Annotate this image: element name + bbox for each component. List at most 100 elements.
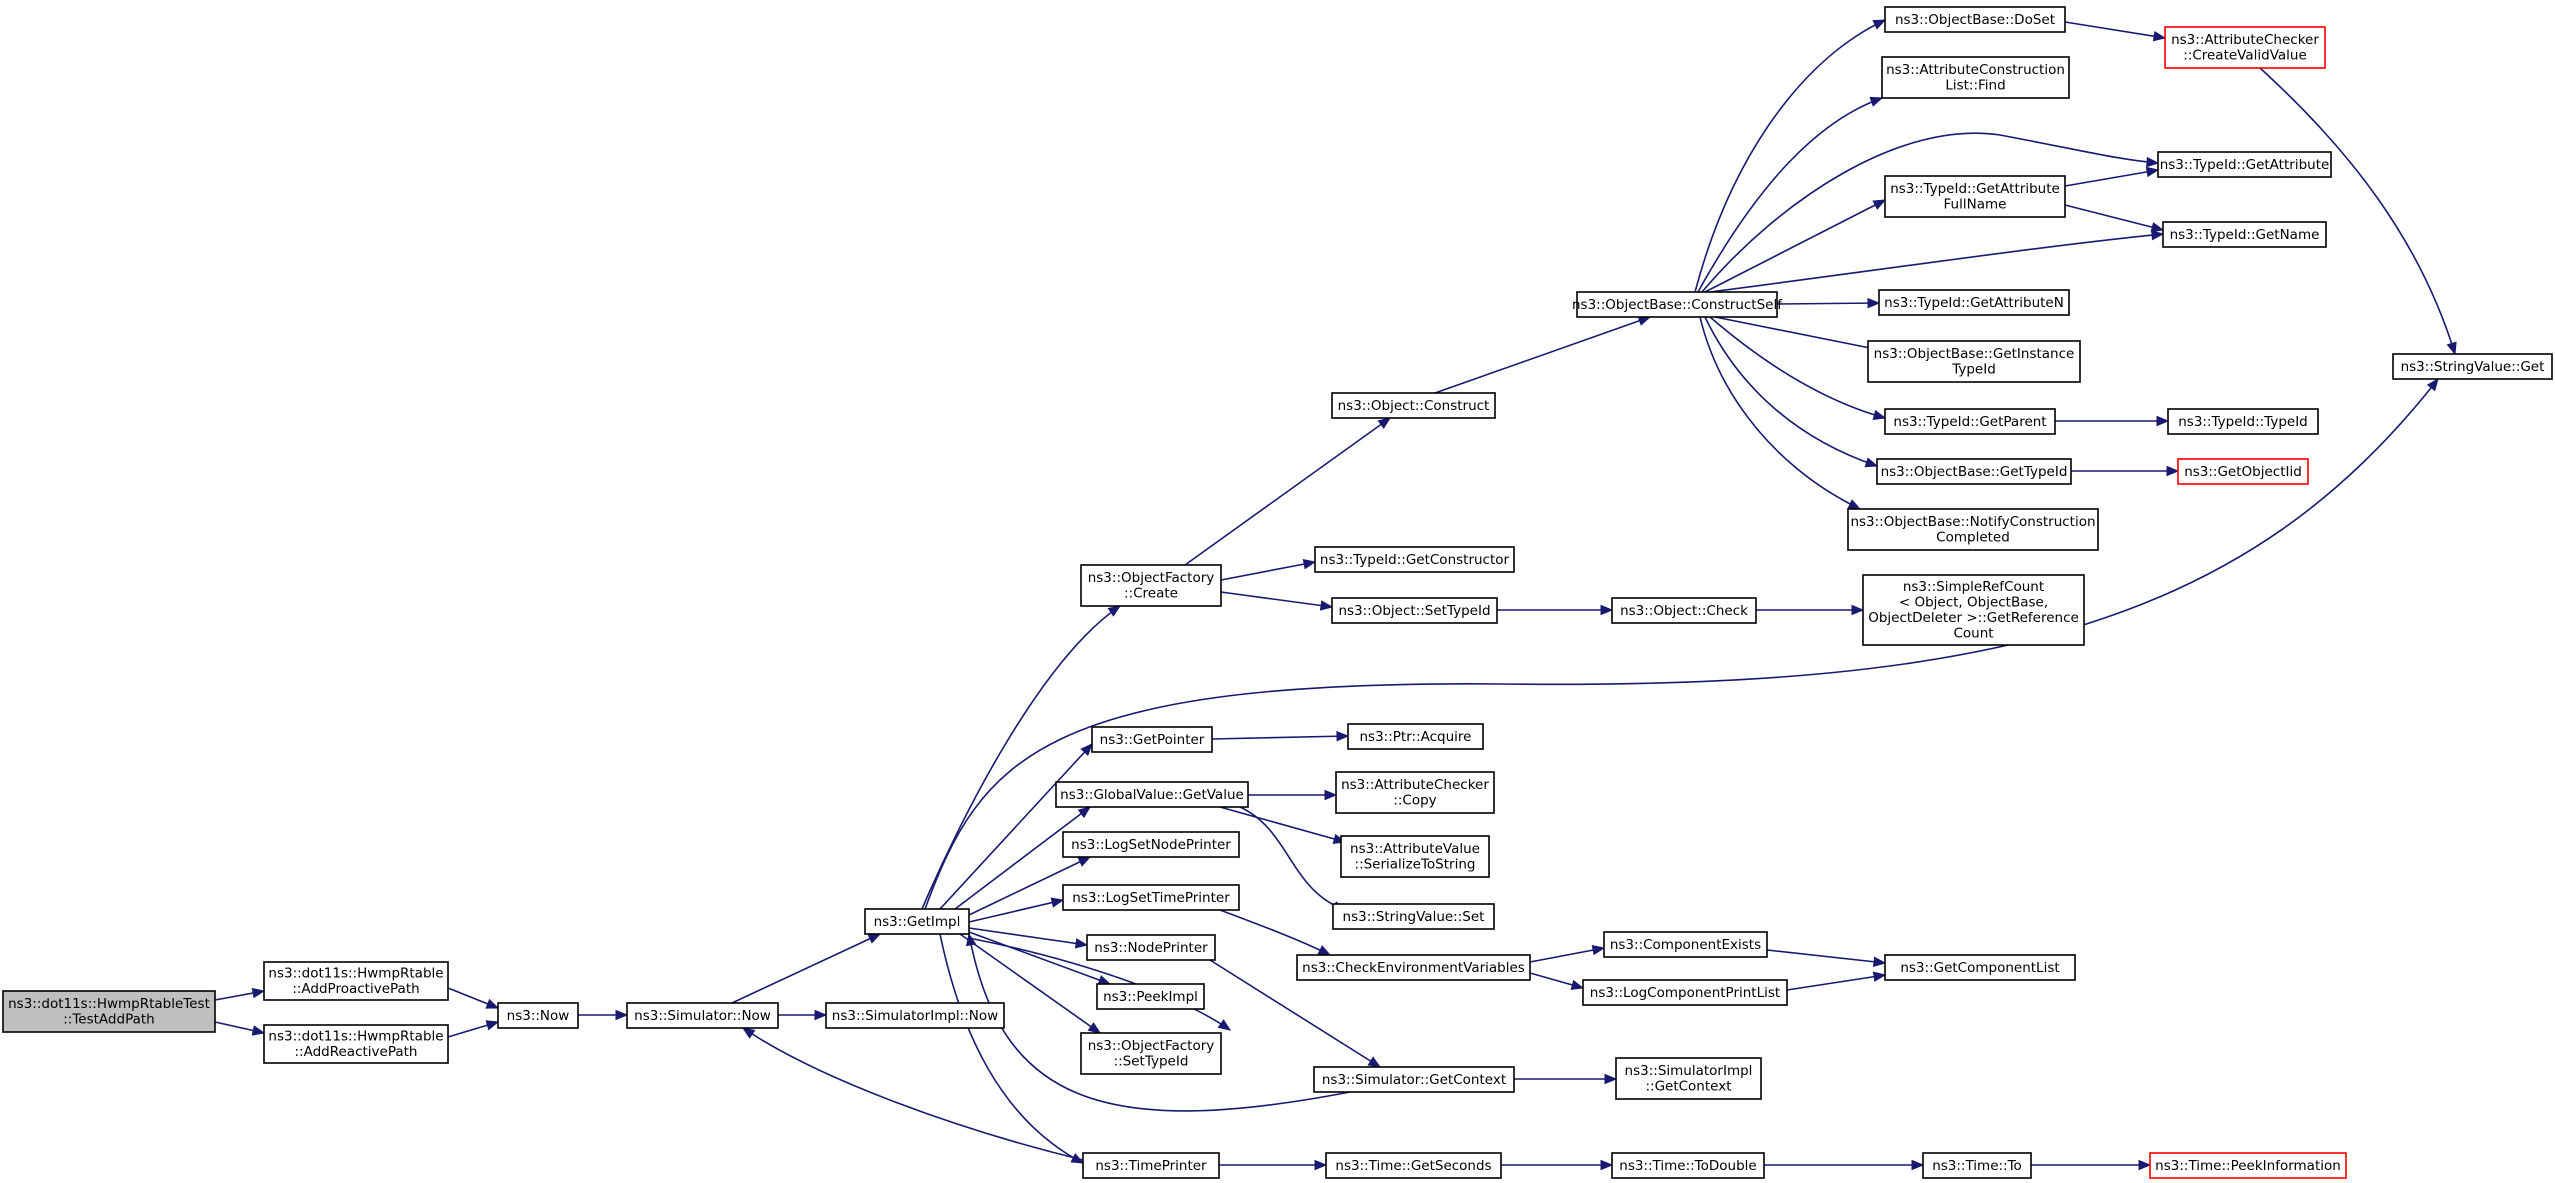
node-label-line: ns3::dot11s::HwmpRtable	[268, 1029, 443, 1045]
node-now[interactable]: ns3::Now	[497, 1002, 579, 1029]
node-checkEnv[interactable]: ns3::CheckEnvironmentVariables	[1296, 954, 1531, 981]
node-tidGetParent[interactable]: ns3::TypeId::GetParent	[1884, 408, 2056, 435]
edge-line	[1220, 591, 1333, 608]
edge-constructSelf-to-tidGetAttrN	[1776, 297, 1881, 309]
node-timePrinter[interactable]: ns3::TimePrinter	[1082, 1152, 1220, 1179]
node-objSetTypeId[interactable]: ns3::Object::SetTypeId	[1331, 597, 1498, 624]
node-addProactive[interactable]: ns3::dot11s::HwmpRtable::AddProactivePat…	[263, 961, 449, 1001]
node-label-line: ns3::GetComponentList	[1900, 960, 2059, 976]
edge-arrowhead	[1080, 743, 1093, 757]
node-svSet[interactable]: ns3::StringValue::Set	[1332, 903, 1495, 930]
node-box	[864, 908, 970, 935]
node-ptrAcquire[interactable]: ns3::Ptr::Acquire	[1347, 723, 1484, 750]
edge-arrowhead	[2151, 229, 2165, 241]
node-simImplGetContext[interactable]: ns3::SimulatorImpl::GetContext	[1615, 1057, 1762, 1100]
node-peekImpl[interactable]: ns3::PeekImpl	[1096, 983, 1205, 1010]
node-simNow[interactable]: ns3::Simulator::Now	[626, 1002, 779, 1029]
edge-arrowhead	[1872, 199, 1887, 210]
node-logSetNodePrinter[interactable]: ns3::LogSetNodePrinter	[1062, 831, 1240, 858]
node-getObjectIid[interactable]: ns3::GetObjectIid	[2177, 458, 2309, 485]
edge-line	[1786, 974, 1886, 991]
node-timeToDouble[interactable]: ns3::Time::ToDouble	[1611, 1152, 1765, 1179]
node-acCopy[interactable]: ns3::AttributeChecker::Copy	[1335, 771, 1495, 814]
node-doSet[interactable]: ns3::ObjectBase::DoSet	[1884, 6, 2066, 33]
node-box	[1340, 835, 1490, 878]
node-tidGetAttribute[interactable]: ns3::TypeId::GetAttribute	[2157, 151, 2332, 178]
node-label-line: ::AddProactivePath	[292, 981, 419, 997]
node-simpleRefCount[interactable]: ns3::SimpleRefCount< Object, ObjectBase,…	[1862, 574, 2085, 646]
edge-line	[1211, 735, 1349, 740]
node-label-line: ns3::TimePrinter	[1095, 1158, 1207, 1174]
node-nodePrinter[interactable]: ns3::NodePrinter	[1086, 934, 1216, 961]
node-logSetTimePrinter[interactable]: ns3::LogSetTimePrinter	[1062, 884, 1240, 911]
node-timeTo[interactable]: ns3::Time::To	[1922, 1152, 2032, 1179]
edge-checkEnv-to-compExists	[1529, 944, 1606, 963]
node-tidGetAttrN[interactable]: ns3::TypeId::GetAttributeN	[1878, 289, 2070, 316]
node-label-line: ns3::ObjectFactory	[1088, 1038, 1215, 1054]
node-tidTypeId[interactable]: ns3::TypeId::TypeId	[2167, 408, 2319, 435]
edge-line	[968, 856, 1091, 916]
edge-arrowhead	[741, 1027, 756, 1039]
edge-arrowhead	[2426, 377, 2439, 392]
edge-objConstruct-to-constructSelf	[1434, 315, 1652, 394]
node-objCheck[interactable]: ns3::Object::Check	[1611, 597, 1757, 624]
node-label-line: ns3::StringValue::Set	[1343, 909, 1485, 925]
node-timePeekInfo[interactable]: ns3::Time::PeekInformation	[2149, 1152, 2347, 1179]
node-label-line: ns3::ObjectBase::DoSet	[1895, 12, 2055, 28]
node-obGetTypeId[interactable]: ns3::ObjectBase::GetTypeId	[1876, 458, 2072, 485]
edge-compExists-to-getCompList	[1766, 949, 1887, 967]
edge-line	[1699, 316, 1861, 510]
node-label-line: ns3::Ptr::Acquire	[1360, 729, 1472, 745]
node-simGetContext[interactable]: ns3::Simulator::GetContext	[1313, 1066, 1515, 1093]
edge-arrowhead	[867, 933, 882, 944]
node-logCompPrintList[interactable]: ns3::LogComponentPrintList	[1582, 979, 1788, 1006]
edge-timePrinter-to-simNow	[741, 1027, 1084, 1161]
edge-timeToDouble-to-timeTo	[1764, 1159, 1925, 1171]
edge-line	[1184, 417, 1391, 566]
edge-checkEnv-to-logCompPrintList	[1529, 972, 1585, 990]
edge-timeGetSeconds-to-timeToDouble	[1501, 1159, 1614, 1171]
edge-line	[2064, 204, 2164, 231]
node-addReactive[interactable]: ns3::dot11s::HwmpRtable::AddReactivePath	[263, 1024, 449, 1064]
edge-arrowhead	[251, 987, 266, 999]
edge-arrowhead	[1377, 417, 1392, 429]
node-label-line: ::GetContext	[1645, 1079, 1731, 1095]
edge-getImpl-to-ofSetTypeId	[959, 933, 1102, 1034]
node-box	[1296, 954, 1531, 981]
node-getCompList[interactable]: ns3::GetComponentList	[1884, 954, 2076, 981]
node-timeGetSeconds[interactable]: ns3::Time::GetSeconds	[1325, 1152, 1502, 1179]
node-tidGetName[interactable]: ns3::TypeId::GetName	[2162, 221, 2327, 248]
node-ofSetTypeId[interactable]: ns3::ObjectFactory::SetTypeId	[1080, 1032, 1222, 1075]
node-box	[1313, 1066, 1515, 1093]
node-gvGetValue[interactable]: ns3::GlobalValue::GetValue	[1055, 781, 1249, 808]
edge-line	[921, 605, 1121, 910]
node-getPointer[interactable]: ns3::GetPointer	[1091, 726, 1213, 753]
node-label-line: ns3::TypeId::GetName	[2170, 227, 2320, 243]
node-box	[1862, 574, 2085, 646]
node-compExists[interactable]: ns3::ComponentExists	[1603, 931, 1768, 958]
node-label-line: ns3::SimpleRefCount	[1903, 579, 2044, 595]
node-tidGetConstructor[interactable]: ns3::TypeId::GetConstructor	[1314, 546, 1515, 573]
node-label-line: ns3::Now	[507, 1008, 570, 1024]
node-svGet[interactable]: ns3::StringValue::Get	[2392, 353, 2553, 380]
edge-line	[1209, 959, 1381, 1068]
node-constructSelf[interactable]: ns3::ObjectBase::ConstructSelf	[1572, 291, 1783, 318]
node-objFactoryCreate[interactable]: ns3::ObjectFactory::Create	[1080, 564, 1222, 607]
node-box	[1331, 597, 1498, 624]
node-label-line: ns3::Object::SetTypeId	[1338, 603, 1490, 619]
node-simImplNow[interactable]: ns3::SimulatorImpl::Now	[825, 1002, 1005, 1029]
node-label-line: ns3::PeekImpl	[1103, 989, 1198, 1005]
node-obNotify[interactable]: ns3::ObjectBase::NotifyConstructionCompl…	[1847, 508, 2099, 551]
node-avSerialize[interactable]: ns3::AttributeValue::SerializeToString	[1340, 835, 1490, 878]
node-objConstruct[interactable]: ns3::Object::Construct	[1331, 392, 1496, 419]
node-acCreateValid[interactable]: ns3::AttributeChecker::CreateValidValue	[2164, 26, 2326, 69]
node-box	[1062, 831, 1240, 858]
edge-timeTo-to-timePeekInfo	[2031, 1159, 2152, 1171]
node-label-line: ns3::GlobalValue::GetValue	[1060, 787, 1244, 803]
node-getImpl[interactable]: ns3::GetImpl	[864, 908, 970, 935]
node-box	[1576, 291, 1778, 318]
